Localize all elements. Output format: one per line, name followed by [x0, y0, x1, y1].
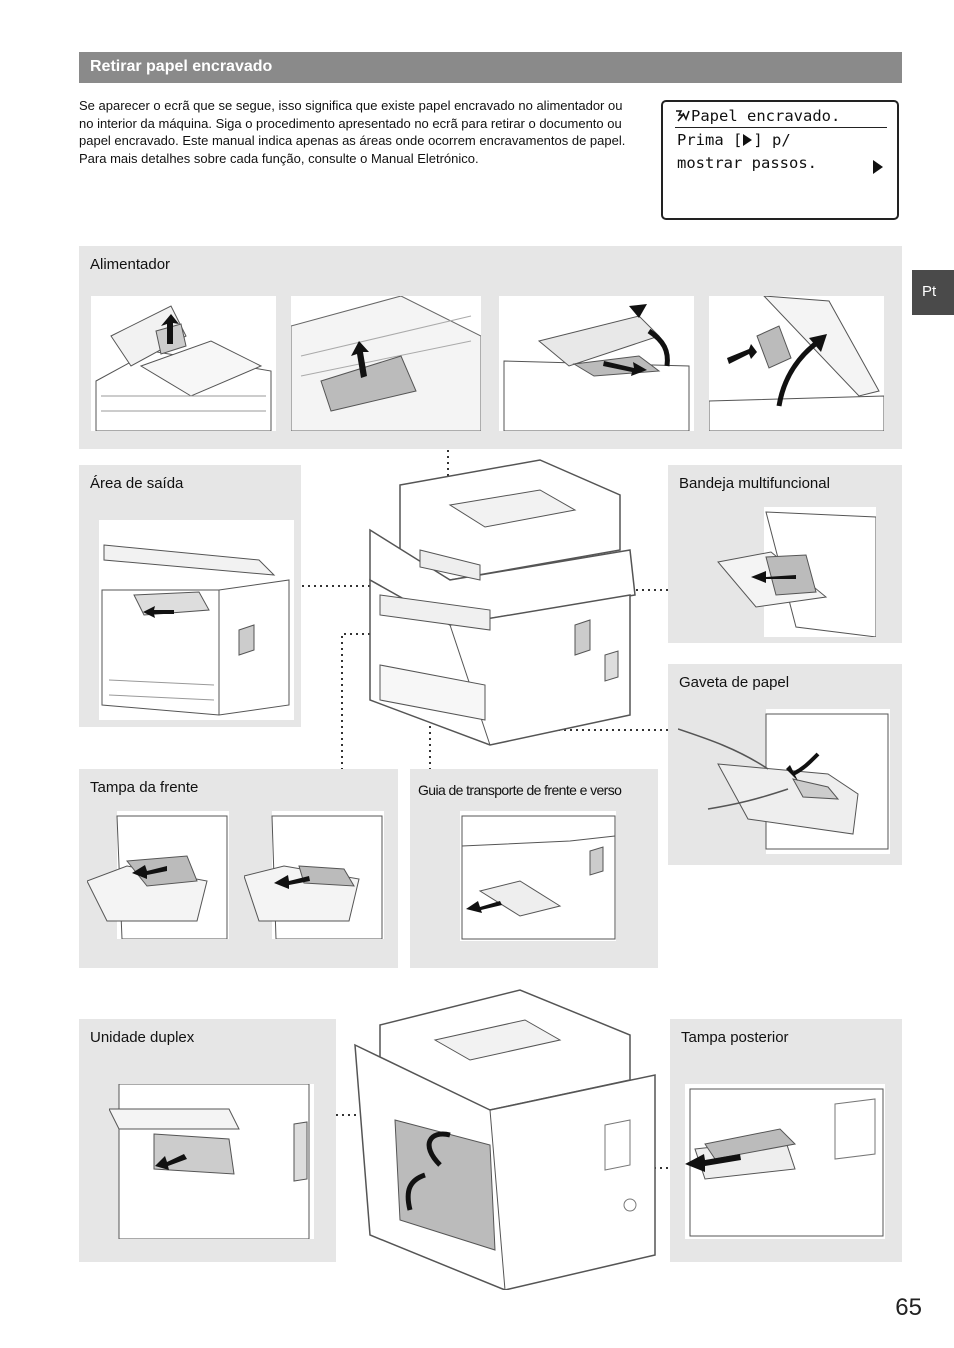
language-tab-label: Pt — [922, 283, 937, 300]
panel-guia-transporte: Guia de transporte de frente e verso — [410, 769, 658, 968]
next-arrow-icon — [873, 160, 883, 174]
lcd-line-2: Prima [ ] p/ — [677, 131, 791, 149]
lcd-display: Papel encravado. Prima [ ] p/ mostrar pas… — [661, 100, 899, 220]
printer-rear-illustration — [354, 989, 656, 1290]
lcd-line-2b: ] p/ — [753, 131, 791, 149]
feeder-step-4-illustration — [709, 296, 884, 431]
panel-tampa-posterior: Tampa posterior — [670, 1019, 902, 1262]
intro-paragraph: Se aparecer o ecrã que se segue, isso si… — [79, 98, 626, 166]
feeder-step-1-illustration — [91, 296, 276, 431]
printer-front-illustration — [369, 459, 636, 746]
panel-unidade-duplex: Unidade duplex — [79, 1019, 336, 1262]
paper-drawer-illustration — [678, 709, 890, 854]
feeder-step-3-illustration — [499, 296, 694, 431]
front-cover-step-1-illustration — [87, 811, 229, 939]
panel-gaveta-papel: Gaveta de papel — [668, 664, 902, 865]
panel-title: Gaveta de papel — [679, 674, 790, 691]
panel-area-saida: Área de saída — [79, 465, 301, 727]
panel-title: Alimentador — [90, 256, 171, 273]
panel-title: Tampa posterior — [681, 1029, 789, 1046]
output-area-illustration — [99, 520, 294, 720]
rear-cover-illustration — [685, 1084, 885, 1239]
paper-jam-icon — [676, 110, 690, 122]
language-tab: Pt — [912, 270, 954, 315]
right-arrow-icon — [743, 134, 753, 146]
duplex-unit-illustration — [109, 1084, 314, 1239]
panel-title: Guia de transporte de frente e verso — [418, 782, 622, 798]
lcd-line-2a: Prima [ — [677, 131, 743, 149]
section-header: Retirar papel encravado — [79, 52, 902, 83]
panel-tampa-frente: Tampa da frente — [79, 769, 398, 968]
feeder-step-2-illustration — [291, 296, 481, 431]
page-number: 65 — [895, 1294, 922, 1321]
panel-title: Bandeja multifuncional — [679, 475, 830, 492]
section-title: Retirar papel encravado — [90, 58, 273, 75]
panel-title: Área de saída — [90, 475, 184, 492]
lcd-line-1-text: Papel encravado. — [691, 107, 841, 125]
panel-title: Tampa da frente — [90, 779, 199, 796]
duplex-guide-illustration — [460, 811, 616, 941]
panel-alimentador: Alimentador — [79, 246, 902, 449]
panel-bandeja-multifuncional: Bandeja multifuncional — [668, 465, 902, 643]
lcd-line-1: Papel encravado. — [675, 107, 887, 128]
lcd-line-3: mostrar passos. — [677, 154, 817, 172]
front-cover-step-2-illustration — [244, 811, 384, 939]
multipurpose-tray-illustration — [717, 507, 876, 637]
panel-title: Unidade duplex — [90, 1029, 195, 1046]
